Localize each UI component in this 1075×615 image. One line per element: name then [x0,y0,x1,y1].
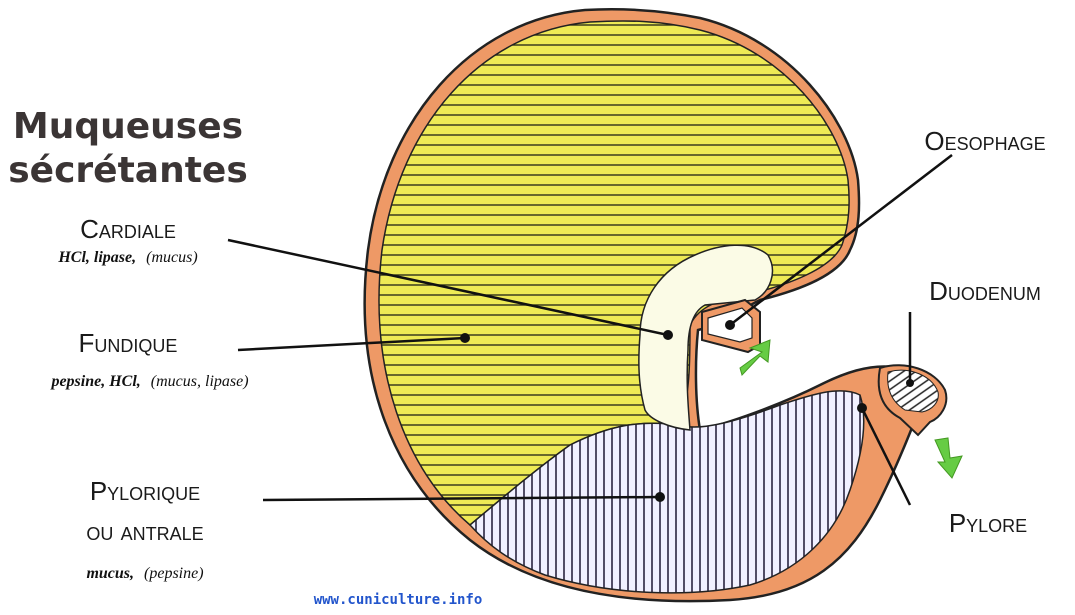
pointer-oesophage [725,320,735,330]
label-oesophage: Oesophage [924,126,1045,156]
detail-pylorique-minor: (pepsine) [144,565,204,582]
label-antrale: ou antrale [86,516,203,546]
detail-pylorique: mucus, (pepsine) [86,565,203,582]
label-duodenum: Duodenum [929,276,1041,306]
detail-cardiale-minor: (mucus) [146,249,198,266]
pointer-duodenum [906,379,914,387]
label-fundique: Fundique [79,328,178,358]
detail-cardiale: HCl, lipase, (mucus) [57,249,197,266]
title-line1: Muqueuses [13,106,243,147]
detail-pylorique-main: mucus, [86,565,134,582]
label-cardiale: Cardiale [80,214,176,244]
watermark: www.cuniculture.info [314,592,483,608]
detail-fundique: pepsine, HCl, (mucus, lipase) [49,373,248,390]
title-line2: sécrétantes [8,150,248,191]
pointer-fundique [460,333,470,343]
label-pylorique: Pylorique [90,476,200,506]
outflow-arrow-icon [935,438,962,478]
label-pylore: Pylore [949,508,1027,538]
pointer-cardiale [663,330,673,340]
detail-fundique-main: pepsine, HCl, [49,373,140,390]
detail-cardiale-main: HCl, lipase, [57,249,136,266]
pointer-pylore [857,403,867,413]
detail-fundique-minor: (mucus, lipase) [151,373,249,390]
pointer-pylorique [655,492,665,502]
